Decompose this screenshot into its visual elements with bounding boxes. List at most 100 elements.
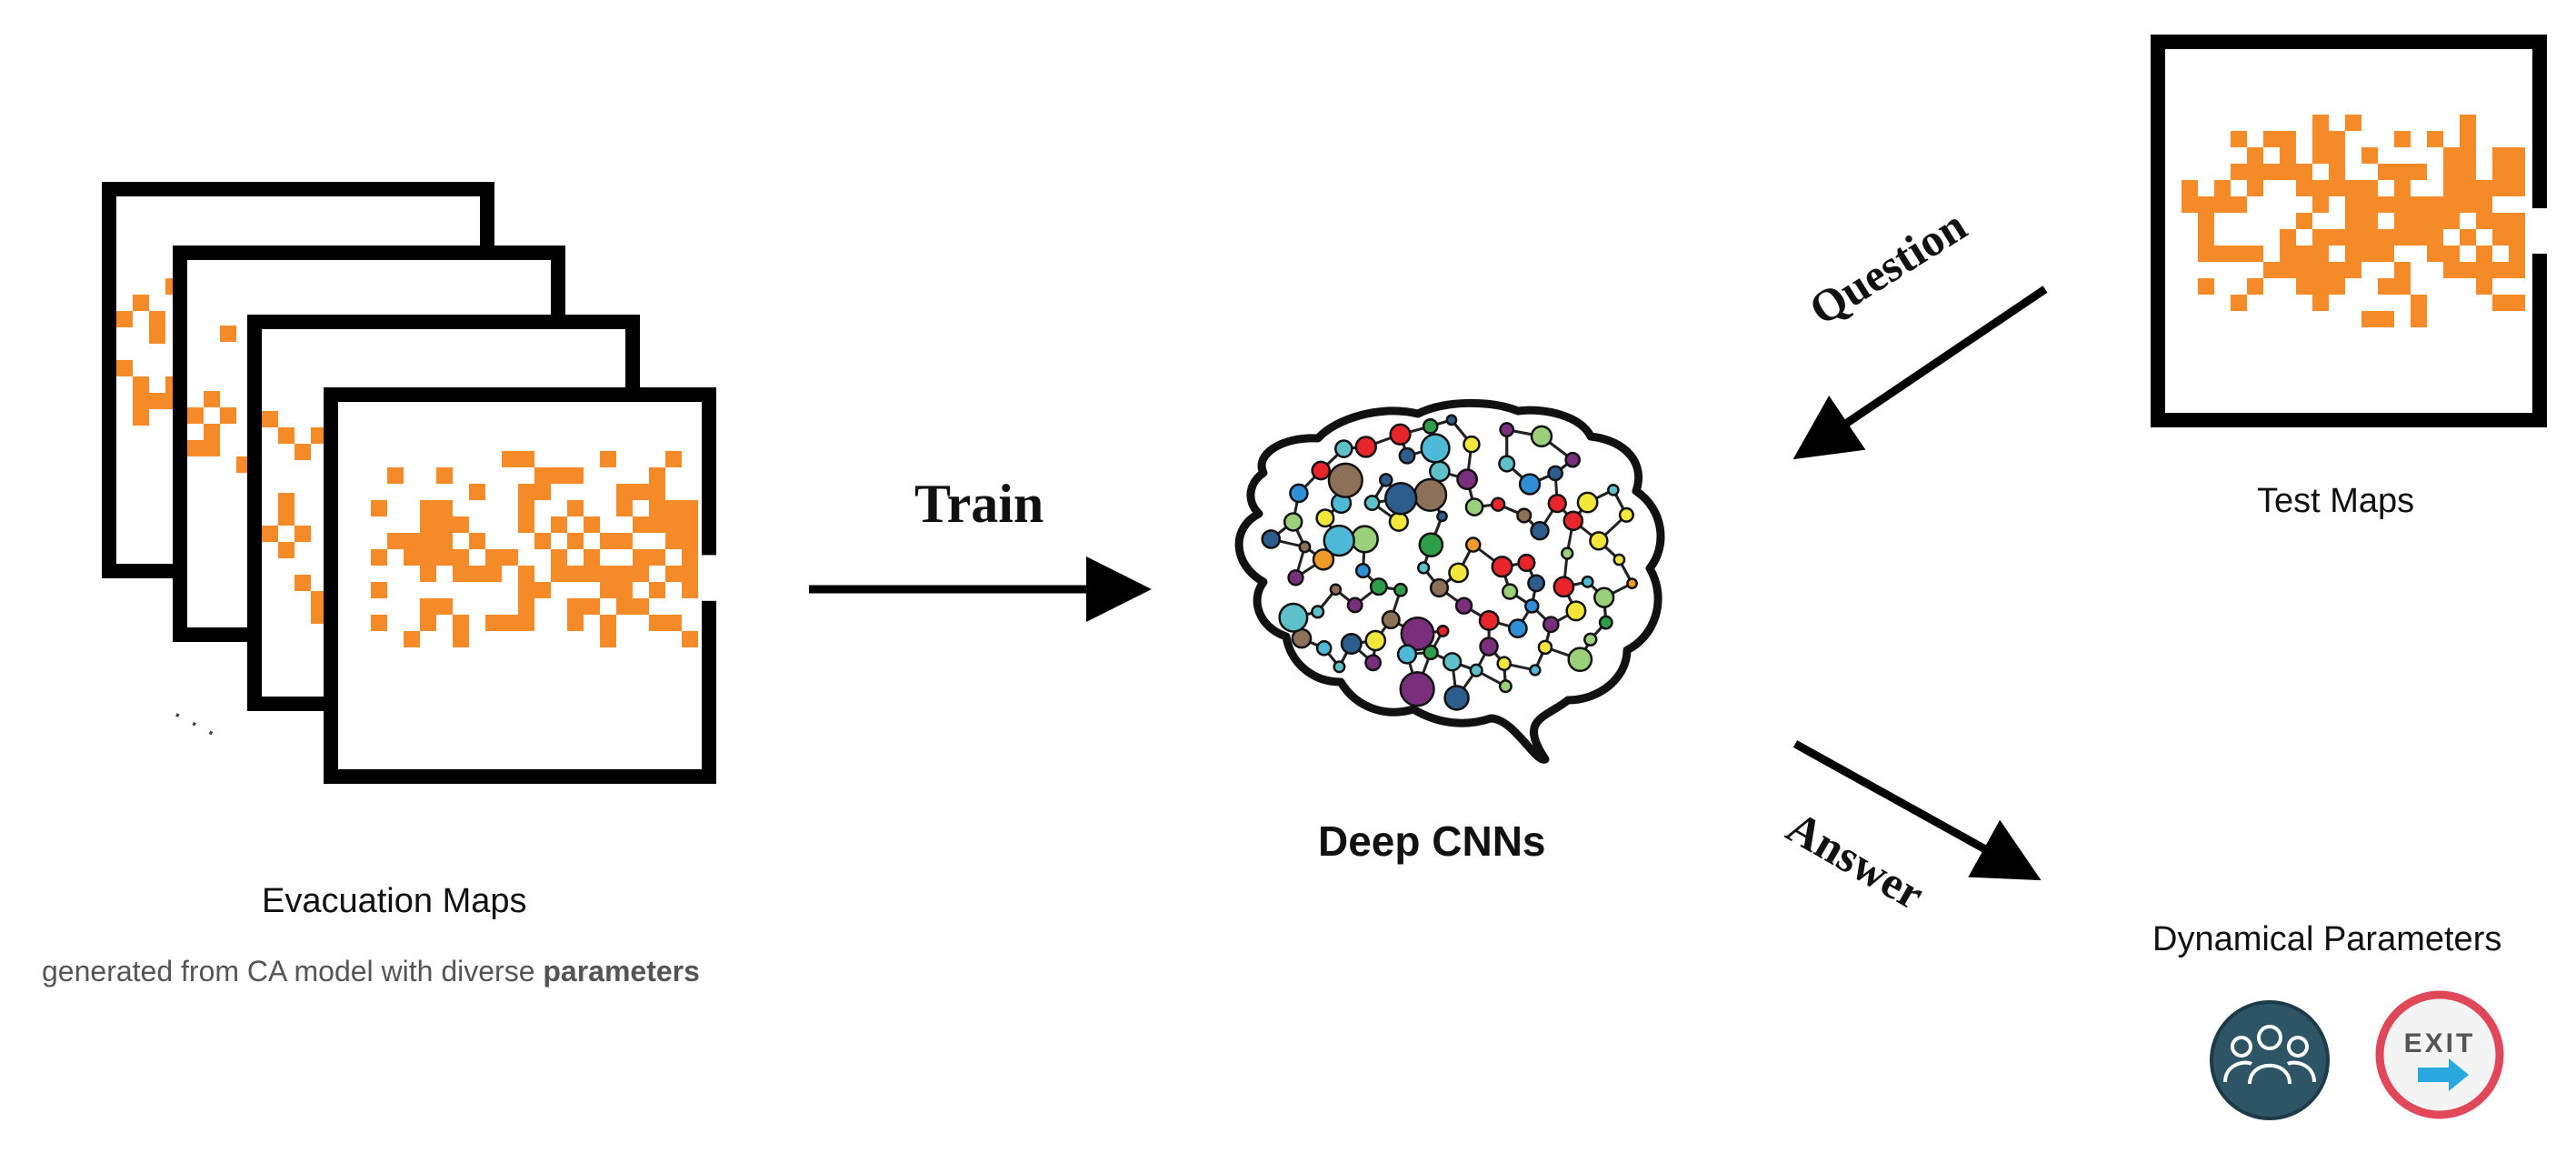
crowd-cell (551, 566, 567, 582)
network-node (1578, 493, 1597, 512)
crowd-cell (204, 424, 220, 440)
network-node (1627, 578, 1636, 587)
crowd-cell (2280, 262, 2296, 278)
crowd-cell (2394, 229, 2411, 246)
network-node (1352, 526, 1378, 553)
crowd-cell (2427, 229, 2443, 246)
crowd-cell (2378, 164, 2394, 180)
crowd-cell (2492, 147, 2509, 164)
network-node (1290, 485, 1307, 502)
crowd-cell (278, 509, 295, 526)
crowd-cell (387, 467, 404, 484)
crowd-cell (2312, 278, 2329, 295)
crowd-cell (2492, 180, 2509, 196)
crowd-cell (2394, 180, 2411, 196)
crowd-cell (616, 533, 633, 549)
crowd-cell (2280, 147, 2296, 164)
crowd-cell (2329, 229, 2345, 246)
exit-gap (700, 555, 718, 600)
network-node (1312, 607, 1323, 618)
crowd-cell (2509, 164, 2525, 180)
crowd-cell (2296, 180, 2312, 196)
crowd-cell (518, 566, 534, 582)
crowd-cell (2198, 229, 2214, 246)
crowd-cell (616, 582, 633, 598)
crowd-cell (2427, 196, 2443, 213)
crowd-cell (453, 549, 469, 566)
network-node (1394, 584, 1406, 596)
network-node (1365, 496, 1379, 509)
network-node (1437, 512, 1446, 521)
crowd-cell (436, 516, 453, 533)
crowd-cell (2411, 196, 2427, 213)
crowd-cell (295, 444, 311, 460)
network-node (1335, 440, 1352, 456)
network-node (1530, 665, 1540, 675)
crowd-cell (2231, 295, 2247, 311)
crowd-cell (2394, 262, 2411, 278)
crowd-cell (2492, 262, 2509, 278)
crowd-cell (633, 549, 649, 566)
network-node (1289, 570, 1303, 585)
network-node (1280, 604, 1307, 631)
crowd-cell (2247, 278, 2263, 295)
crowd-cell (2509, 246, 2525, 262)
crowd-cell (2263, 262, 2280, 278)
evacuation-maps-subtitle: generated from CA model with diverse par… (42, 955, 700, 988)
crowd-cell (2427, 246, 2443, 262)
crowd-cell (649, 615, 665, 631)
crowd-cell (485, 549, 502, 566)
crowd-cell (2329, 131, 2345, 147)
crowd-cell (2509, 213, 2525, 229)
crowd-cell (502, 451, 518, 467)
crowd-cell (2378, 196, 2394, 213)
network-node (1423, 419, 1437, 433)
crowd-cell (278, 542, 295, 558)
exit-sign-text: EXIT (2404, 1028, 2476, 1058)
network-node (1549, 466, 1563, 480)
dynamical-parameters-label: Dynamical Parameters (2152, 920, 2501, 959)
crowd-cell (133, 376, 149, 393)
network-node (1383, 611, 1400, 628)
crowd-cell (453, 615, 469, 631)
crowd-cell (2312, 180, 2329, 196)
crowd-cell (469, 533, 485, 549)
crowd-cell (2345, 262, 2361, 278)
crowd-cell (649, 582, 665, 598)
network-node (1498, 657, 1511, 670)
crowd-cell (518, 598, 534, 615)
crowd-cell (616, 566, 633, 582)
network-node (1284, 513, 1302, 530)
crowd-cell (2198, 278, 2214, 295)
crowd-cell (262, 526, 278, 542)
people-group-icon (2212, 1002, 2328, 1118)
crowd-cell (453, 566, 469, 582)
crowd-cell (2296, 164, 2312, 180)
crowd-cell (2329, 147, 2345, 164)
crowd-cell (2443, 164, 2460, 180)
network-node (1457, 469, 1476, 488)
crowd-cell (518, 516, 534, 533)
crowd-cell (2460, 196, 2476, 213)
crowd-cell (2296, 262, 2312, 278)
crowd-cell (485, 615, 502, 631)
crowd-cell (420, 516, 436, 533)
crowd-cell (551, 516, 567, 533)
network-node (1501, 423, 1513, 436)
crowd-cell (2411, 229, 2427, 246)
network-node (1456, 598, 1472, 614)
crowd-cell (2247, 246, 2263, 262)
network-node (1466, 499, 1483, 516)
network-node (1365, 656, 1380, 670)
crowd-cell (600, 533, 616, 549)
crowd-cell (387, 533, 404, 549)
network-node (1438, 626, 1448, 636)
crowd-cell (567, 598, 584, 615)
crowd-cell (2345, 115, 2361, 131)
crowd-cell (2411, 311, 2427, 327)
crowd-cell (2476, 278, 2492, 295)
crowd-cell (371, 582, 387, 598)
crowd-cell (2296, 246, 2312, 262)
network-node (1356, 437, 1376, 457)
